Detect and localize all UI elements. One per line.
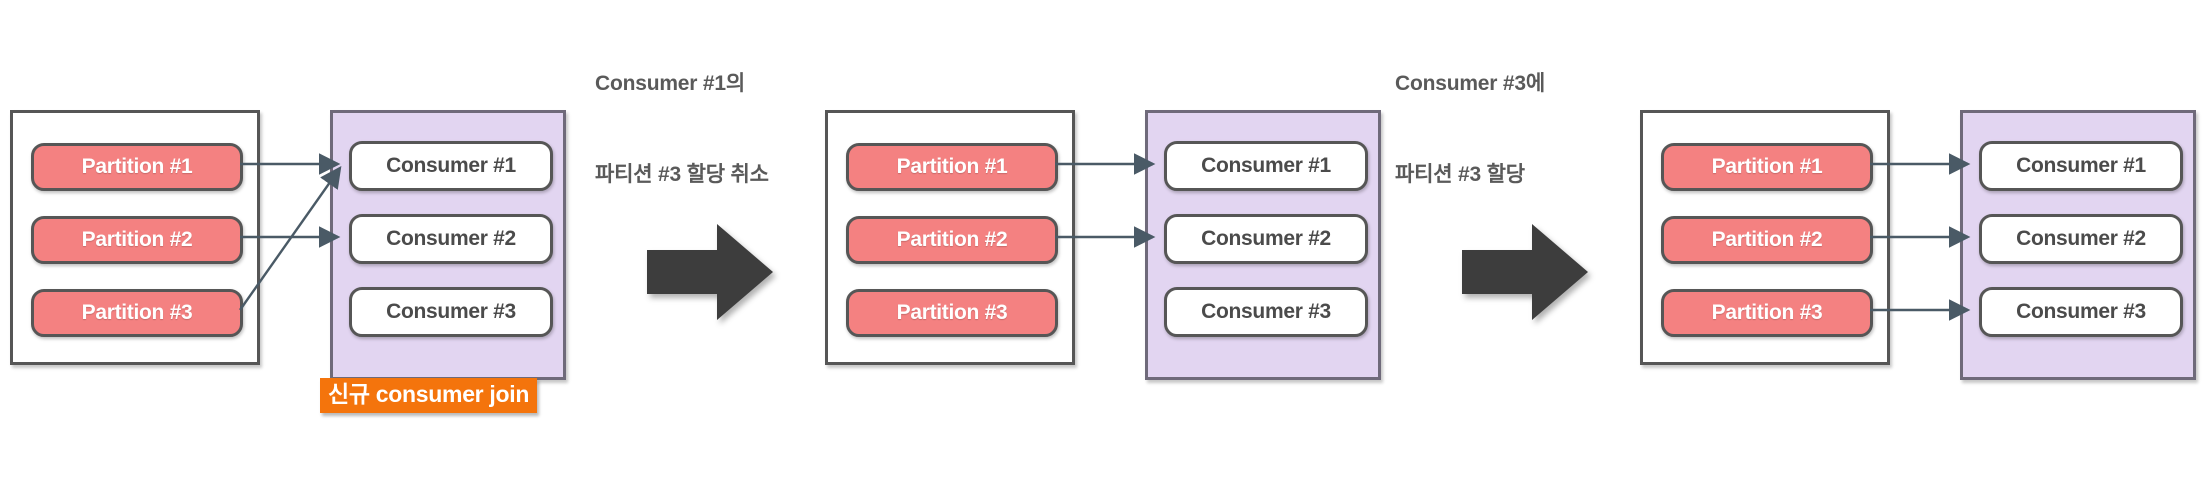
stage-3-consumer-3[interactable]: Consumer #3 (1979, 287, 2183, 337)
step-arrow-1 (647, 224, 773, 320)
stage-1-partition-2[interactable]: Partition #2 (31, 216, 243, 264)
stage-1-consumer-2-label: Consumer #2 (386, 227, 516, 250)
stage-2-partition-container: Partition #1 Partition #2 Partition #3 (825, 110, 1075, 365)
stage-2-partition-2[interactable]: Partition #2 (846, 216, 1058, 264)
step-arrow-2 (1462, 224, 1588, 320)
stage-2-partition-1[interactable]: Partition #1 (846, 143, 1058, 191)
stage-1-consumer-2[interactable]: Consumer #2 (349, 214, 553, 264)
stage-1-partition-1-label: Partition #1 (81, 155, 193, 178)
stage-2-partition-3-label: Partition #3 (896, 301, 1008, 324)
stage-2-consumer-2-label: Consumer #2 (1201, 227, 1331, 250)
stage-3-partition-1[interactable]: Partition #1 (1661, 143, 1873, 191)
stage-1-consumer-1-label: Consumer #1 (386, 154, 516, 177)
stage-2-consumer-group: Consumer #1 Consumer #2 Consumer #3 (1145, 110, 1381, 380)
stage-2-consumer-2[interactable]: Consumer #2 (1164, 214, 1368, 264)
caption-unassign-line2: 파티션 #3 할당 취소 (595, 163, 769, 187)
stage-1-join-badge: 신규 consumer join (320, 378, 538, 414)
stage-1-consumer-3-label: Consumer #3 (386, 300, 516, 323)
stage-1-consumer-3[interactable]: Consumer #3 (349, 287, 553, 337)
caption-assign-line2: 파티션 #3 할당 (1395, 163, 1525, 187)
stage-2-consumer-3[interactable]: Consumer #3 (1164, 287, 1368, 337)
stage-3-consumer-1-label: Consumer #1 (2016, 154, 2146, 177)
stage-2-partition-3[interactable]: Partition #3 (846, 289, 1058, 337)
stage-2-consumer-1-label: Consumer #1 (1201, 154, 1331, 177)
stage-1-partition-1[interactable]: Partition #1 (31, 143, 243, 191)
stage-2-partition-2-label: Partition #2 (896, 228, 1008, 251)
stage-1-consumer-group: Consumer #1 Consumer #2 Consumer #3 (330, 110, 566, 380)
stage-1-partition-3-label: Partition #3 (81, 301, 193, 324)
stage-3-consumer-2-label: Consumer #2 (2016, 227, 2146, 250)
stage-1-partition-3[interactable]: Partition #3 (31, 289, 243, 337)
caption-assign-line1: Consumer #3에 (1395, 71, 1545, 95)
stage-2-consumer-1[interactable]: Consumer #1 (1164, 141, 1368, 191)
stage-3-partition-1-label: Partition #1 (1711, 155, 1823, 178)
stage-3-partition-2[interactable]: Partition #2 (1661, 216, 1873, 264)
stage-3-partition-3[interactable]: Partition #3 (1661, 289, 1873, 337)
caption-unassign: Consumer #1의 파티션 #3 할당 취소 (595, 8, 769, 252)
stage-3-consumer-2[interactable]: Consumer #2 (1979, 214, 2183, 264)
stage-1-partition-2-label: Partition #2 (81, 228, 193, 251)
stage-2-consumer-3-label: Consumer #3 (1201, 300, 1331, 323)
stage-3-consumer-3-label: Consumer #3 (2016, 300, 2146, 323)
stage-3-partition-container: Partition #1 Partition #2 Partition #3 (1640, 110, 1890, 365)
stage-1-consumer-1[interactable]: Consumer #1 (349, 141, 553, 191)
caption-assign: Consumer #3에 파티션 #3 할당 (1395, 8, 1545, 252)
stage-1-partition-container: Partition #1 Partition #2 Partition #3 (10, 110, 260, 365)
stage-3-consumer-1[interactable]: Consumer #1 (1979, 141, 2183, 191)
stage-2-partition-1-label: Partition #1 (896, 155, 1008, 178)
stage-3-partition-3-label: Partition #3 (1711, 301, 1823, 324)
stage-3-partition-2-label: Partition #2 (1711, 228, 1823, 251)
caption-unassign-line1: Consumer #1의 (595, 71, 745, 95)
stage-3-consumer-group: Consumer #1 Consumer #2 Consumer #3 (1960, 110, 2196, 380)
